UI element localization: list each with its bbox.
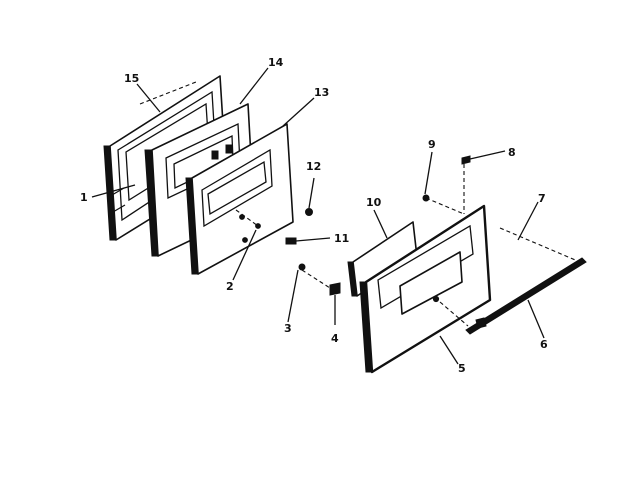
part-3-screw bbox=[298, 263, 306, 271]
callout-1: 1 bbox=[80, 191, 88, 204]
callout-5: 5 bbox=[458, 362, 466, 375]
callout-4: 4 bbox=[331, 332, 339, 345]
callout-labels: 15 14 13 12 11 10 9 8 7 6 5 4 3 2 1 bbox=[80, 56, 548, 375]
part-4-bolt bbox=[329, 282, 341, 325]
callout-9: 9 bbox=[428, 138, 436, 151]
part-6-handle-rail bbox=[465, 257, 587, 335]
callout-11: 11 bbox=[334, 232, 349, 245]
part-11-screw bbox=[285, 237, 331, 245]
callout-8: 8 bbox=[508, 146, 516, 159]
callout-13: 13 bbox=[314, 86, 329, 99]
callout-10: 10 bbox=[366, 196, 382, 209]
assembly-dashed-lines bbox=[235, 164, 581, 327]
part-8-screw bbox=[461, 150, 506, 165]
callout-6: 6 bbox=[540, 338, 548, 351]
callout-3: 3 bbox=[284, 322, 292, 335]
callout-7: 7 bbox=[538, 192, 546, 205]
callout-leaders bbox=[91, 67, 545, 365]
callout-2: 2 bbox=[226, 280, 234, 293]
part-5-outer-door bbox=[359, 204, 492, 374]
part-13-inner-door-panel bbox=[185, 123, 294, 275]
callout-14: 14 bbox=[268, 56, 284, 69]
callout-12: 12 bbox=[306, 160, 321, 173]
part-12-screw bbox=[305, 177, 315, 216]
callout-15: 15 bbox=[124, 72, 139, 85]
